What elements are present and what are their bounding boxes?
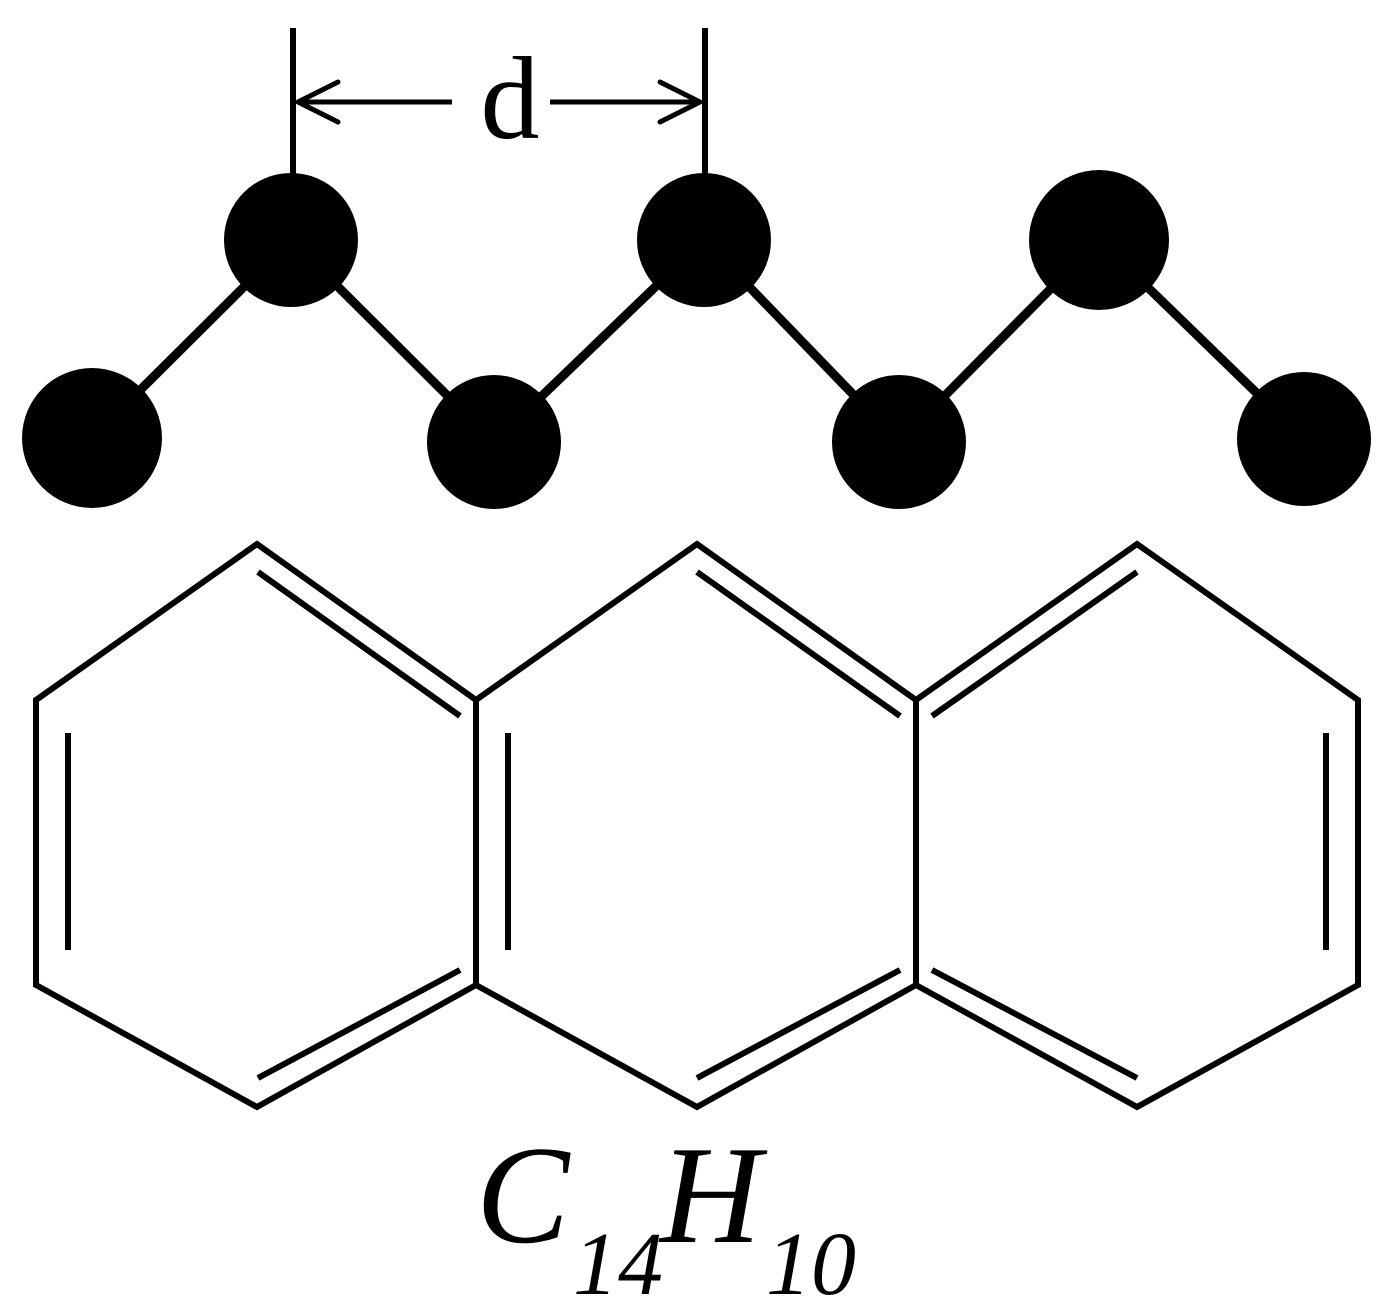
chain-atom (1029, 170, 1169, 310)
ring-outline (33, 540, 1361, 1111)
double-bond-line (695, 569, 902, 719)
spacing-label: d (481, 33, 540, 164)
double-bond-line (256, 967, 462, 1081)
chain-atom (832, 375, 966, 509)
chemical-formula: C 14 H 10 (476, 1118, 856, 1309)
chain-atom (427, 375, 561, 509)
double-bond-line (695, 967, 902, 1081)
chain-atom (224, 173, 358, 307)
double-bond-line (930, 569, 1139, 719)
spacing-indicator: d (290, 28, 708, 178)
chain-atom (1237, 372, 1371, 506)
double-bond-line (930, 967, 1139, 1081)
zigzag-chain (22, 170, 1371, 509)
anthracene-structure (33, 540, 1361, 1111)
formula-carbon-subscript: 14 (573, 1215, 663, 1309)
formula-carbon-symbol: C (476, 1118, 571, 1273)
double-bond-line (256, 569, 462, 719)
spacing-arrow-right-head (657, 79, 703, 125)
chain-atom (22, 368, 162, 508)
formula-hydrogen-subscript: 10 (766, 1215, 856, 1309)
chain-atom (637, 173, 771, 307)
spacing-arrow-left-head (295, 79, 341, 125)
formula-hydrogen-symbol: H (658, 1118, 768, 1273)
